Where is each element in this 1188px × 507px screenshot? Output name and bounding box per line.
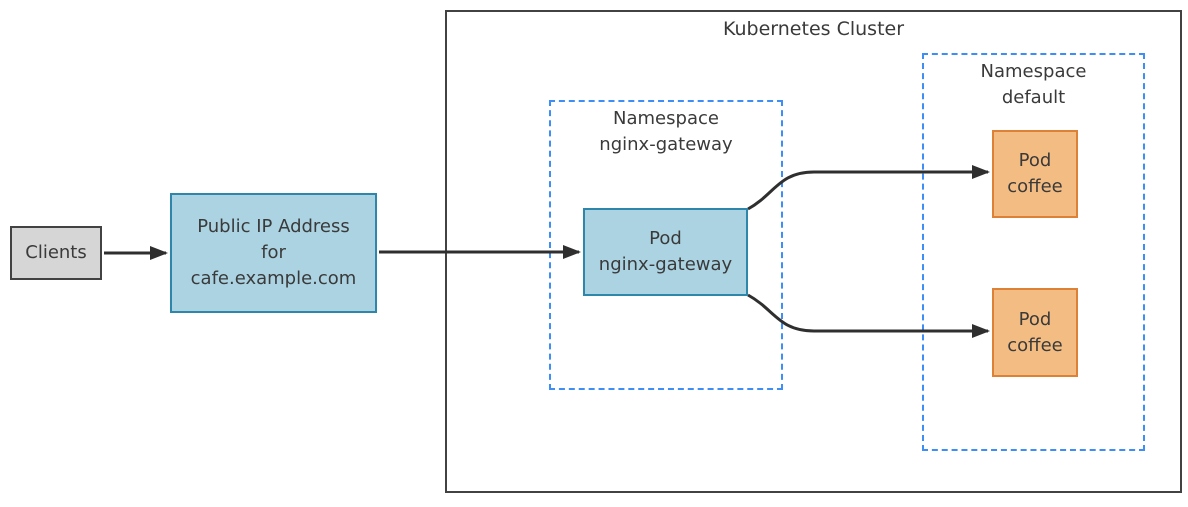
namespace-default-label: Namespace default: [980, 61, 1087, 108]
namespace-nginx-gateway-label: Namespace nginx-gateway: [599, 108, 733, 155]
kubernetes-cluster-title: Kubernetes Cluster: [722, 18, 905, 40]
namespace-default-container: Namespace default: [922, 53, 1145, 451]
public-ip-node: Public IP Address for cafe.example.com: [170, 193, 377, 313]
clients-node: Clients: [10, 226, 102, 280]
pod-nginx-gateway-node: Pod nginx-gateway: [583, 208, 748, 296]
namespace-nginx-gateway-container: Namespace nginx-gateway: [549, 100, 783, 390]
pod-coffee-top-node: Pod coffee: [992, 130, 1078, 218]
pod-coffee-bottom-node: Pod coffee: [992, 288, 1078, 377]
